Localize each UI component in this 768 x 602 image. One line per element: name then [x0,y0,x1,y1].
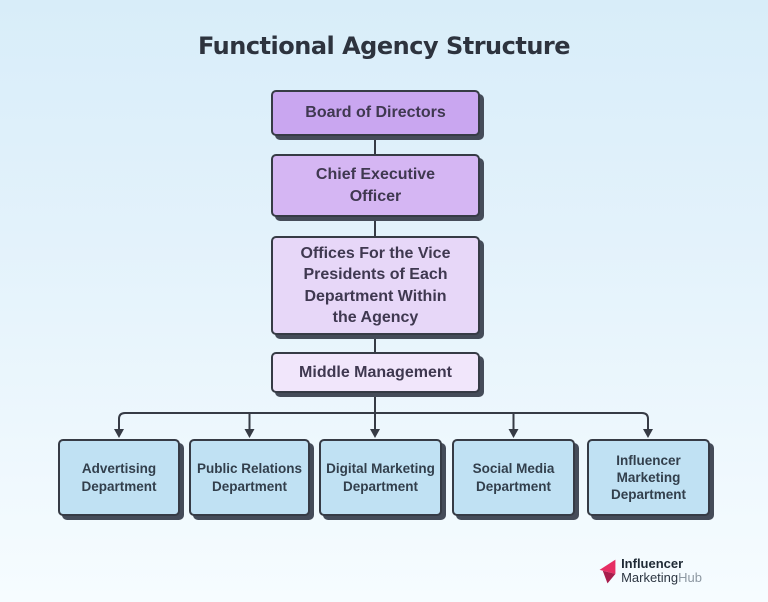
dept-box-label: Public Relations Department [196,461,303,494]
dept-box-advertising: Advertising Department [58,439,180,516]
logo-word-marketinghub: MarketingHub [621,571,702,586]
dept-box-label: Digital Marketing Department [326,461,435,494]
arrowhead [643,429,653,438]
logo-arrow-icon [599,559,616,584]
org-box-label: Offices For the Vice Presidents of Each … [300,245,451,326]
dept-box-public-relations: Public Relations Department [189,439,310,516]
logo-word-marketing: Marketing [621,570,679,586]
org-box-label: Board of Directors [305,104,446,122]
arrowhead [114,429,124,438]
org-box-vp-offices: Offices For the Vice Presidents of Each … [271,236,480,335]
branch-rail [118,412,649,431]
org-box-label: Chief Executive Officer [315,166,436,205]
org-box-board-of-directors: Board of Directors [271,90,480,136]
dept-box-label: Social Media Department [472,461,555,494]
influencer-marketinghub-logo: Influencer MarketingHub [598,555,702,586]
dept-box-digital-marketing: Digital Marketing Department [319,439,442,516]
logo-wordmark: Influencer MarketingHub [621,555,702,586]
dept-box-influencer-marketing: Influencer Marketing Department [587,439,710,516]
page-title: Functional Agency Structure [197,32,571,60]
arrowhead [370,429,380,438]
branch-drops [248,413,515,431]
arrowhead [244,429,255,438]
logo-word-influencer: Influencer [621,555,684,571]
dept-box-label: Advertising Department [81,461,157,494]
org-box-middle-management: Middle Management [271,352,480,393]
logo-word-hub: Hub [678,570,702,586]
arrowhead [508,429,519,438]
org-box-label: Middle Management [299,363,452,381]
dept-box-label: Influencer Marketing Department [610,452,686,503]
dept-box-social-media: Social Media Department [452,439,575,516]
org-box-chief-executive-officer: Chief Executive Officer [271,154,480,217]
